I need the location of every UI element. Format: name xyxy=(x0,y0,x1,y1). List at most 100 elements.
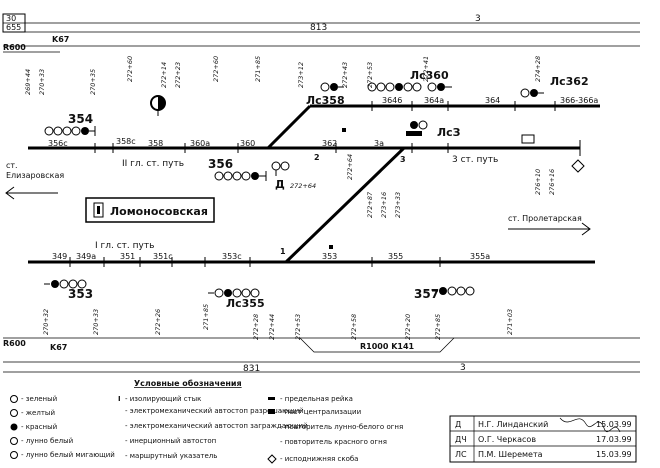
legend-col3: - предельная рейка - пост централизации … xyxy=(267,395,403,464)
post-name: Ломоносовская xyxy=(110,205,208,218)
section-label: 356c xyxy=(48,139,68,148)
section-labels: 3646 364a 364 366-366a 356c 358c 358 360… xyxy=(48,96,598,261)
bottom-num: 3 xyxy=(460,363,466,373)
signal-lc355-heads xyxy=(208,288,260,298)
svg-text:- красный: - красный xyxy=(21,423,57,431)
section-label: 366-366a xyxy=(560,96,598,105)
top-km: 813 xyxy=(310,23,327,33)
svg-text:- инерционный автостоп: - инерционный автостоп xyxy=(125,437,216,445)
km-mark: 274+28 xyxy=(534,56,542,82)
legend-title: Условные обозначения xyxy=(134,378,242,388)
signal-357-label: 357 xyxy=(414,287,439,301)
svg-text:- повторитель красного огня: - повторитель красного огня xyxy=(280,438,387,446)
top-km-marks: 269+44 270+33 270+35 272+60 272+14 272+2… xyxy=(24,56,542,95)
stamp-name: О.Г. Черкасов xyxy=(478,435,536,444)
km-mark: 272+60 xyxy=(126,56,134,82)
km-mark: 270+33 xyxy=(92,309,100,335)
hook-icon xyxy=(571,159,585,173)
km-mark: 273+16 xyxy=(380,192,388,218)
signal-lc362-heads xyxy=(520,88,544,98)
crossover-upper xyxy=(266,104,312,150)
signature-icon xyxy=(559,417,621,433)
section-label: 362 xyxy=(322,139,337,148)
insulating-joints xyxy=(69,101,556,267)
svg-text:- изолирующий стык: - изолирующий стык xyxy=(125,395,201,403)
stamp-name: Н.Г. Линданский xyxy=(478,420,548,429)
km-mark: 272+26 xyxy=(154,309,162,335)
section-label: 355 xyxy=(388,252,403,261)
km-mark: 276+10 xyxy=(534,169,542,195)
bottom-km: 831 xyxy=(243,364,260,374)
km-mark: 270+32 xyxy=(42,309,50,335)
km-mark: 272+60 xyxy=(212,56,220,82)
section-label: 360 xyxy=(240,139,255,148)
crossover-lower xyxy=(284,146,406,264)
km-mark: 272+14 xyxy=(160,62,168,88)
km-mark: 272+41 xyxy=(422,56,430,82)
stamp-date: 15.03.99 xyxy=(596,420,632,429)
svg-text:- электромеханический автостоп: - электромеханический автостоп заграждаю… xyxy=(125,422,308,430)
post-icon xyxy=(93,202,104,218)
svg-text:- исподнижняя скоба: - исподнижняя скоба xyxy=(280,455,358,463)
section-label: 364a xyxy=(424,96,444,105)
km-mark: 269+44 xyxy=(24,69,32,95)
post-marker-icon xyxy=(521,134,535,144)
km-mark: 272+85 xyxy=(434,314,442,340)
bottom-profile: R600 K67 R1000 K141 831 3 xyxy=(3,337,640,374)
box-top: 30 xyxy=(6,14,16,23)
left-r-top: R600 xyxy=(3,43,26,52)
section-label: 358 xyxy=(148,139,163,148)
track-2-name: II гл. ст. путь xyxy=(122,159,184,169)
svg-text:- электромеханический автостоп: - электромеханический автостоп разрешающ… xyxy=(125,407,304,415)
switch-1: 1 xyxy=(280,247,286,256)
stamp-date: 15.03.99 xyxy=(596,450,632,459)
stamp-name: П.М. Шеремета xyxy=(478,450,543,459)
section-label: 353 xyxy=(322,252,337,261)
track-names: II гл. ст. путь 3 ст. путь I гл. ст. пут… xyxy=(95,153,498,256)
km-mark: 272+87 xyxy=(366,191,374,218)
top-num: 3 xyxy=(475,14,481,24)
svg-text:- желтый: - желтый xyxy=(21,409,55,417)
directions: ст. Елизаровская ст. Пролетарская xyxy=(5,161,591,236)
svg-text:- маршрутный указатель: - маршрутный указатель xyxy=(125,452,217,460)
svg-text:- лунно белый мигающий: - лунно белый мигающий xyxy=(21,451,115,459)
section-label: 364 xyxy=(485,96,500,105)
section-label: 358c xyxy=(116,137,136,146)
low-km-marks: 270+32 270+33 272+26 271+85 272+28 272+4… xyxy=(42,304,514,340)
signal-lc362-label: Лс362 xyxy=(550,75,589,88)
section-label: 3646 xyxy=(382,96,402,105)
stamp-date: 17.03.99 xyxy=(596,435,632,444)
switch-2: 2 xyxy=(314,153,320,162)
legend-col2: I - изолирующий стык - электромеханическ… xyxy=(118,395,308,460)
signal-lc355-label: Лс355 xyxy=(226,297,265,310)
track-1-name: I гл. ст. путь xyxy=(95,241,154,251)
mid-km-marks: 272+64 272+87 273+16 273+33 276+10 276+1… xyxy=(290,154,556,218)
legend: Условные обозначения - зеленый - желтый … xyxy=(10,378,403,464)
km-mark: 272+64 xyxy=(290,182,316,190)
signal-lc360-label: Лс360 xyxy=(410,69,449,82)
box-bottom: 655 xyxy=(6,23,21,32)
left-r-bottom: R600 xyxy=(3,339,26,348)
curve-label: R1000 K141 xyxy=(360,342,415,351)
km-mark: 273+12 xyxy=(297,62,305,88)
svg-text:- пост централизации: - пост централизации xyxy=(280,408,361,416)
left-k-top: K67 xyxy=(52,35,69,44)
km-mark: 272+64 xyxy=(346,154,354,180)
switch-3: 3 xyxy=(400,155,406,164)
km-mark: 272+28 xyxy=(252,314,260,340)
section-label: 360a xyxy=(190,139,210,148)
joint-icon: I xyxy=(118,395,121,403)
left-k-bottom: K67 xyxy=(50,343,67,352)
rail-icon xyxy=(268,397,275,400)
km-mark: 273+33 xyxy=(394,192,402,218)
km-mark: 271+03 xyxy=(506,309,514,335)
section-label: 351 xyxy=(120,252,135,261)
svg-text:- предельная рейка: - предельная рейка xyxy=(280,395,353,403)
km-mark: 271+85 xyxy=(254,56,262,82)
track-markers xyxy=(329,128,585,249)
svg-text:- повторитель лунно-белого огн: - повторитель лунно-белого огня xyxy=(280,423,403,431)
km-mark: 272+23 xyxy=(174,62,182,88)
signal-354-label: 354 xyxy=(68,112,93,126)
